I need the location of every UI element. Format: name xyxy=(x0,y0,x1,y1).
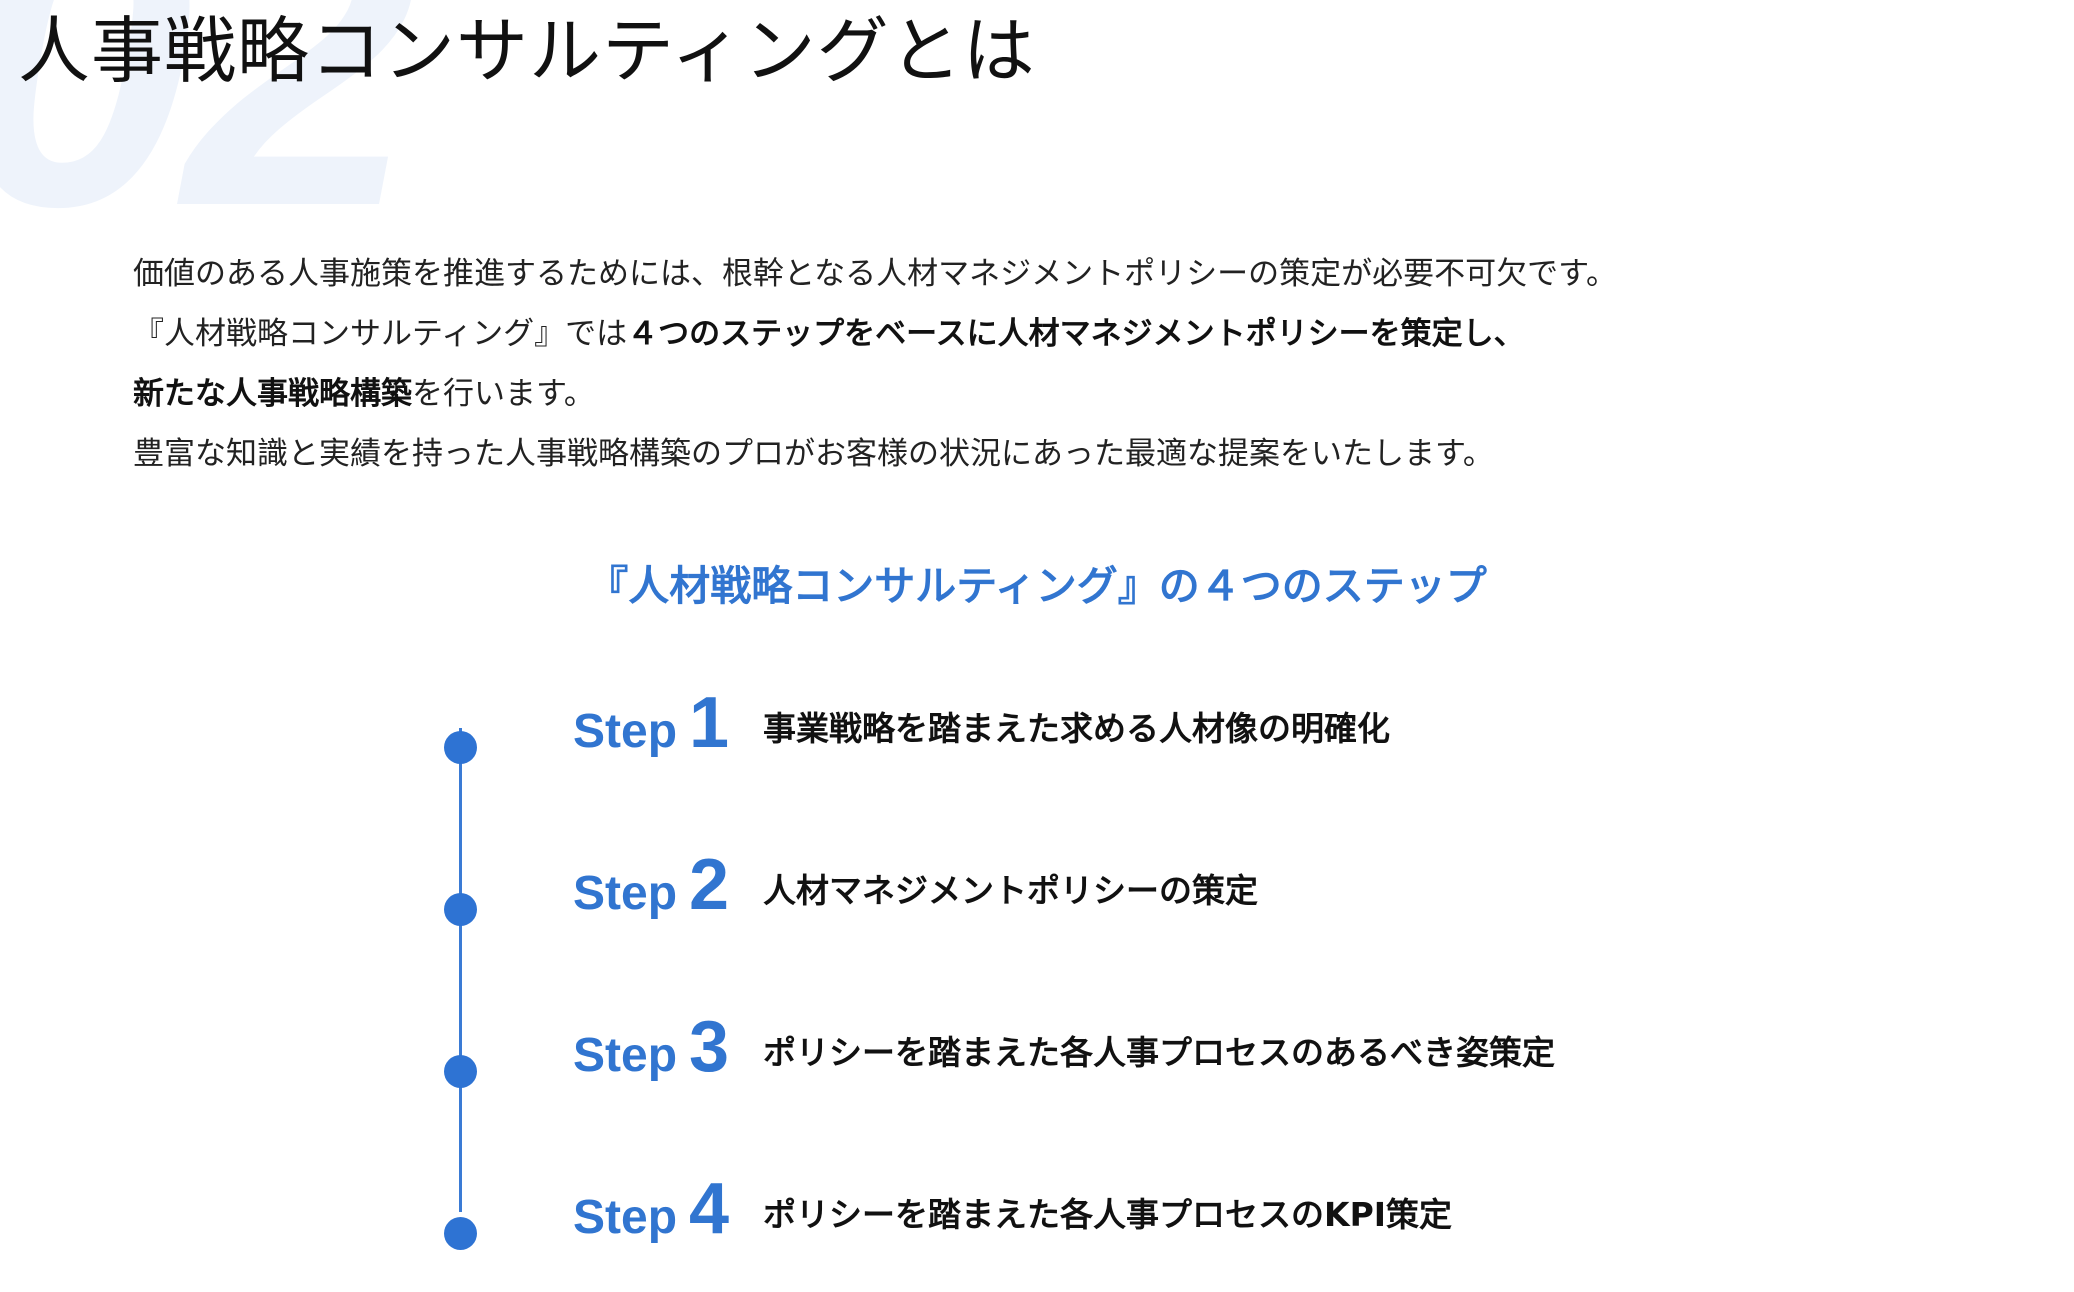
step-word: Step xyxy=(573,705,678,758)
timeline-dot xyxy=(444,1217,477,1250)
step-number: 1 xyxy=(689,683,730,763)
intro-line-1: 価値のある人事施策を推進するためには、根幹となる人材マネジメントポリシーの策定が… xyxy=(133,256,1617,292)
intro-line-4: 豊富な知識と実績を持った人事戦略構築のプロがお客様の状況にあった最適な提案をいた… xyxy=(133,436,1494,472)
timeline-dot xyxy=(444,1055,477,1088)
step-word: Step xyxy=(573,1029,678,1082)
intro-line-2: 『人材戦略コンサルティング』では４つのステップをベースに人材マネジメントポリシー… xyxy=(133,304,2013,364)
background-watermark: 02 xyxy=(0,0,417,294)
timeline-line xyxy=(459,728,462,1212)
step-word: Step xyxy=(573,1191,678,1244)
timeline-dot xyxy=(444,893,477,926)
timeline-dot xyxy=(444,731,477,764)
intro-line-2-prefix: 『人材戦略コンサルティング』では xyxy=(133,316,628,352)
step-title: ポリシーを踏まえた各人事プロセスのあるべき姿策定 xyxy=(763,1033,1555,1072)
step-number: 3 xyxy=(689,1007,730,1087)
step-number: 4 xyxy=(689,1169,730,1249)
intro-line-2-bold: ４つのステップをベースに人材マネジメントポリシーを策定し、 xyxy=(627,316,1525,352)
step-title: ポリシーを踏まえた各人事プロセスのKPI策定 xyxy=(763,1195,1453,1234)
step-title: 人材マネジメントポリシーの策定 xyxy=(763,871,1258,910)
step-word: Step xyxy=(573,867,678,920)
intro-line-3: 新たな人事戦略構築を行います。 xyxy=(133,364,2013,424)
page-title: 人事戦略コンサルティングとは xyxy=(18,9,1036,93)
step-number: 2 xyxy=(689,845,730,925)
step-title: 事業戦略を踏まえた求める人材像の明確化 xyxy=(763,709,1390,748)
intro-line-3-bold: 新たな人事戦略構築 xyxy=(133,376,412,412)
steps-heading: 『人材戦略コンサルティング』の４つのステップ xyxy=(587,562,1487,610)
intro-line-3-suffix: を行います。 xyxy=(412,376,595,412)
intro-text: 価値のある人事施策を推進するためには、根幹となる人材マネジメントポリシーの策定が… xyxy=(133,244,2013,484)
